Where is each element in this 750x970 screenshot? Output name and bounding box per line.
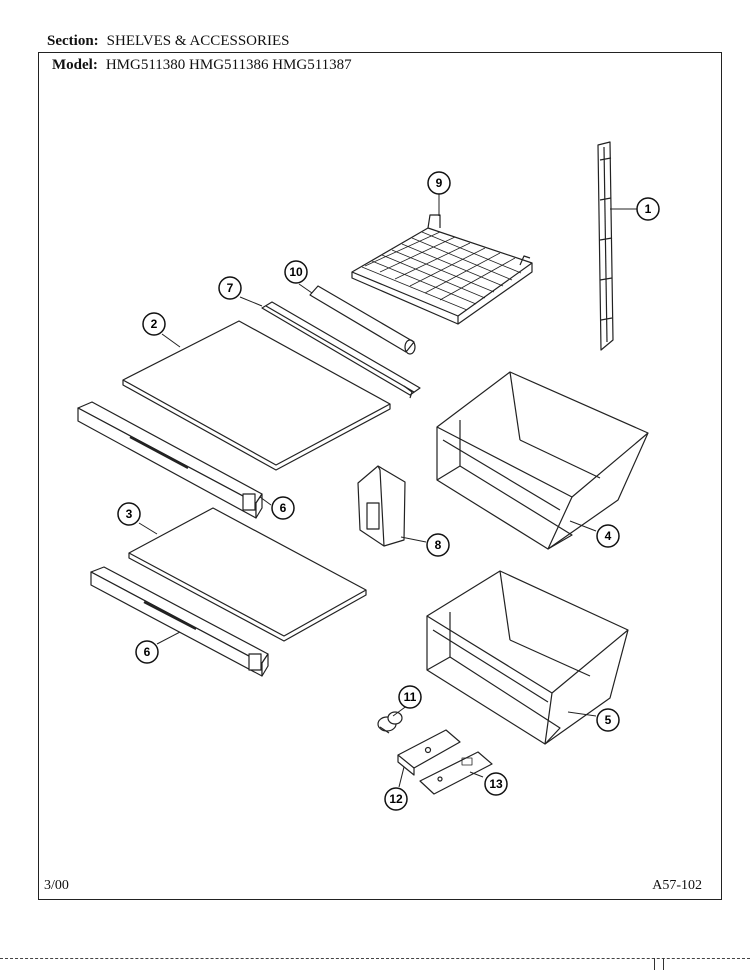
callout-label: 9 [436, 176, 443, 190]
model-value: HMG511380 HMG511386 HMG511387 [105, 57, 352, 73]
part-rail [597, 141, 614, 351]
part-knob [377, 711, 403, 734]
callout-label: 12 [389, 792, 403, 806]
callout-7: 7 [218, 276, 242, 300]
diagram-frame [38, 52, 722, 900]
part-glass-shelf-lower [128, 507, 367, 642]
part-crisper-lower [426, 570, 629, 745]
part-front-trim-lower [90, 566, 269, 677]
callout-label: 10 [289, 265, 303, 279]
page-edge-mark [654, 958, 664, 970]
callout-label: 13 [489, 777, 503, 791]
model-header: Model: HMG511380 HMG511386 HMG511387 [52, 57, 352, 74]
callout-label: 6 [144, 645, 151, 659]
footer-date: 3/00 [44, 878, 69, 893]
section-value: SHELVES & ACCESSORIES [106, 33, 290, 49]
callout-6-upper: 6 [271, 496, 295, 520]
callout-3: 3 [117, 502, 141, 526]
callout-label: 1 [645, 202, 652, 216]
part-indicator-plate [419, 751, 493, 795]
footer-code: A57-102 [652, 878, 702, 893]
section-header: Section: SHELVES & ACCESSORIES [47, 33, 290, 50]
callout-label: 4 [605, 529, 612, 543]
callout-12: 12 [384, 787, 408, 811]
part-crisper-upper [436, 371, 649, 550]
callout-4: 4 [596, 524, 620, 548]
part-bracket-plate [397, 729, 461, 776]
model-label: Model: [52, 57, 98, 73]
callout-6-lower: 6 [135, 640, 159, 664]
part-front-trim-upper [77, 401, 263, 519]
callout-5: 5 [596, 708, 620, 732]
callout-11: 11 [398, 685, 422, 709]
callout-8: 8 [426, 533, 450, 557]
part-glass-shelf-upper [122, 320, 391, 471]
callout-13: 13 [484, 772, 508, 796]
callout-label: 3 [126, 507, 133, 521]
callout-label: 6 [280, 501, 287, 515]
callout-1: 1 [636, 197, 660, 221]
part-wire-shelf [351, 214, 533, 325]
part-control-housing [357, 465, 406, 547]
callout-label: 11 [404, 690, 417, 704]
callout-label: 7 [227, 281, 234, 295]
callout-label: 2 [151, 317, 158, 331]
callout-9: 9 [427, 171, 451, 195]
part-trim-strip [261, 301, 421, 399]
section-label: Section: [47, 33, 99, 49]
callout-10: 10 [284, 260, 308, 284]
page-edge-divider [0, 958, 750, 960]
callout-label: 5 [605, 713, 612, 727]
part-roller [309, 285, 416, 355]
callout-label: 8 [435, 538, 442, 552]
callouts: 1 9 10 7 2 6 3 6 [117, 171, 660, 811]
callout-2: 2 [142, 312, 166, 336]
